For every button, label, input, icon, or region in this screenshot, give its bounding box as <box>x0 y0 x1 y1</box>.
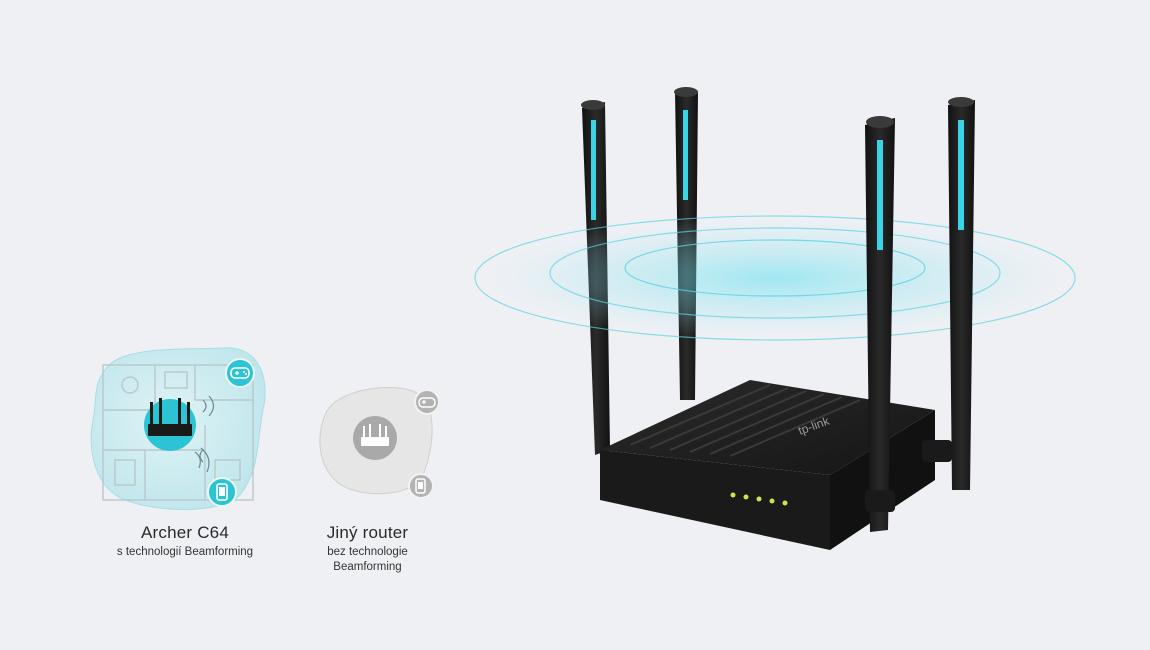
status-leds <box>730 492 788 506</box>
phone-icon-gray <box>408 473 434 499</box>
router-icon <box>361 424 389 446</box>
antenna-front-right <box>865 116 895 532</box>
other-subtitle-line2: Beamforming <box>333 561 402 573</box>
other-subtitle-line1: bez technologie <box>327 546 408 558</box>
signal-waves <box>474 215 1076 341</box>
gamepad-icon-gray <box>414 389 440 415</box>
archer-caption: Archer C64 s technologií Beamforming <box>90 523 280 560</box>
mini-router-icon <box>148 398 192 436</box>
gamepad-icon <box>225 358 255 388</box>
router-body: tp-link <box>600 380 935 550</box>
archer-subtitle: s technologií Beamforming <box>116 546 254 558</box>
other-router-illustration <box>319 386 440 499</box>
other-title: Jiný router <box>326 523 409 542</box>
router-product-image: tp-link <box>474 87 1076 550</box>
archer-coverage-illustration <box>90 347 266 510</box>
phone-icon <box>207 477 237 507</box>
antenna-far-right <box>922 97 975 490</box>
other-caption: Jiný router bez technologie Beamforming <box>290 523 445 575</box>
archer-title: Archer C64 <box>141 523 229 542</box>
